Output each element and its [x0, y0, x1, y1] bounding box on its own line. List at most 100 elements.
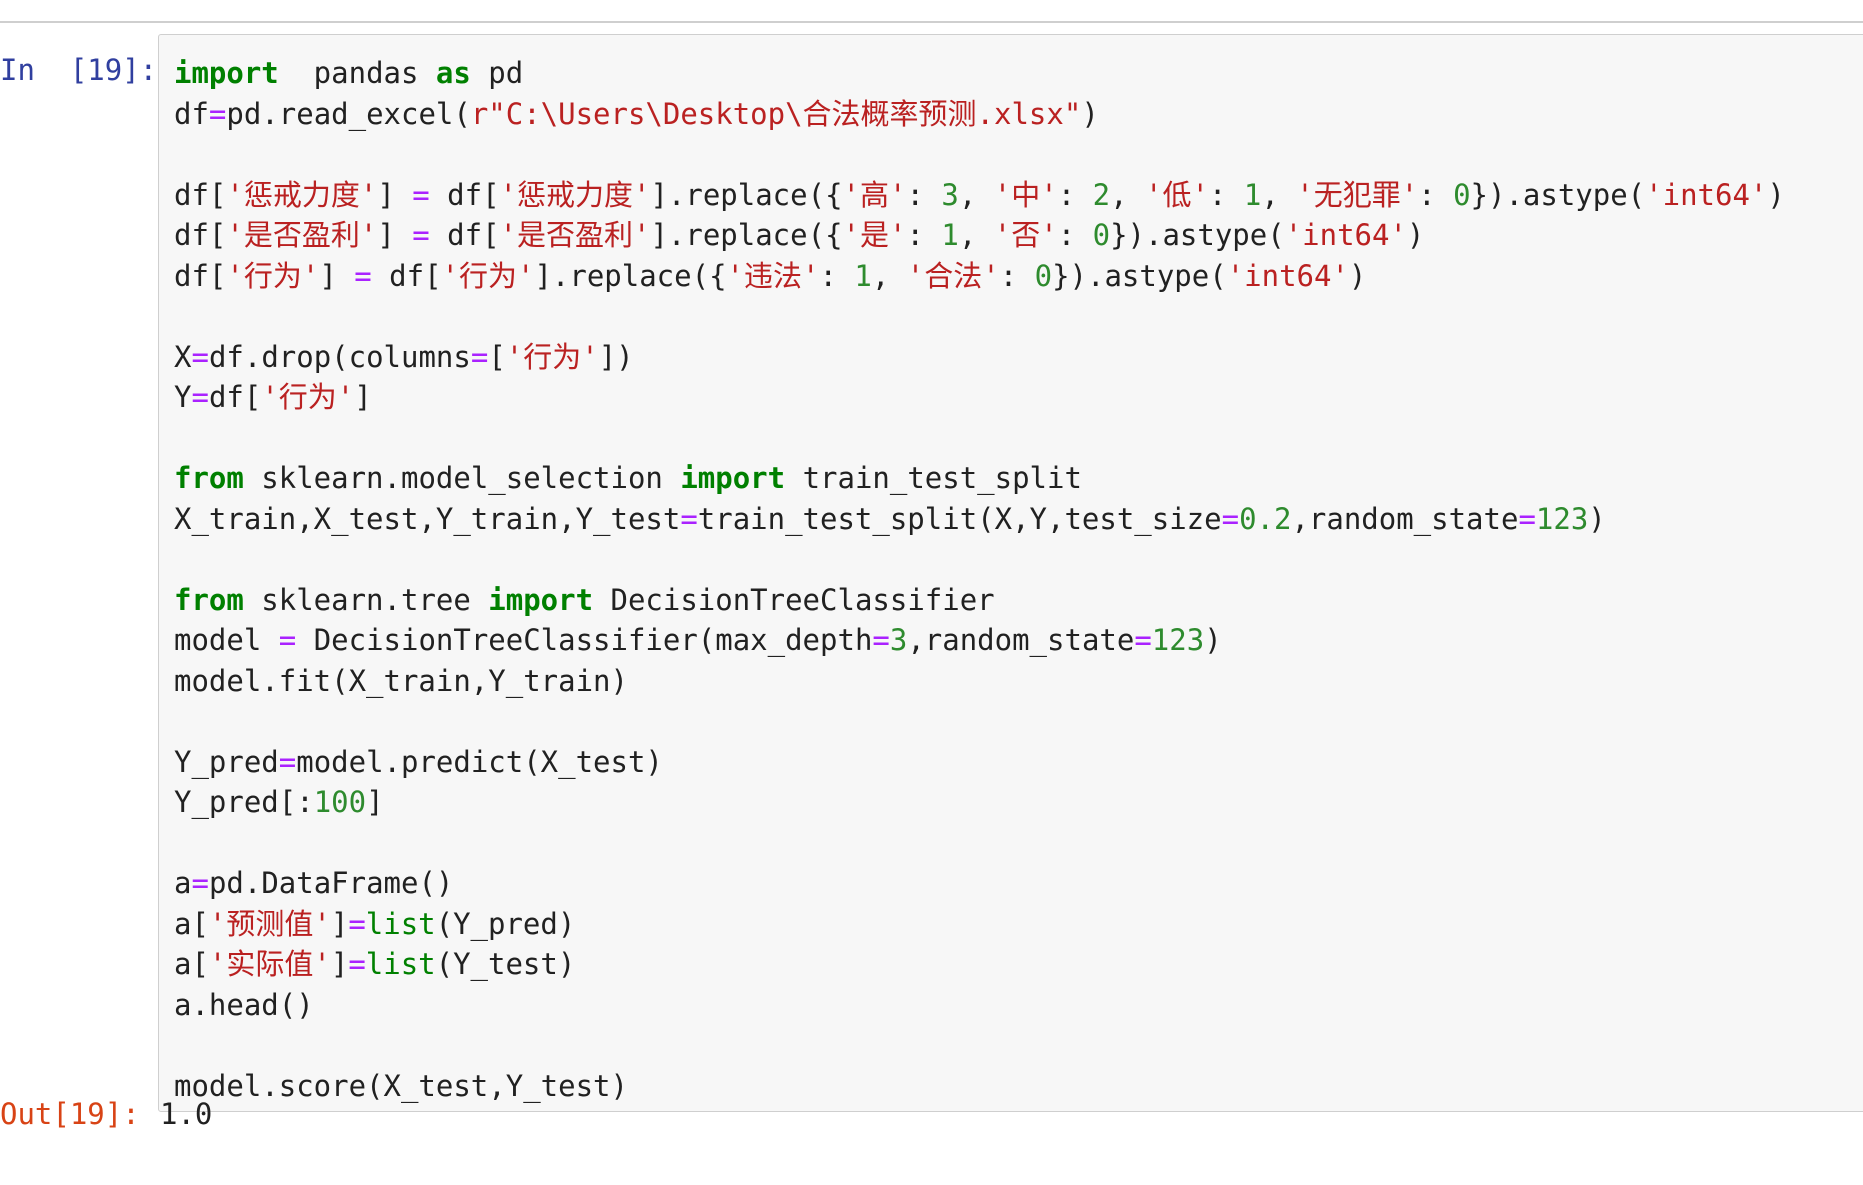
code-token: :: [906, 218, 942, 252]
code-token: ]): [598, 339, 634, 374]
code-token: ,: [1261, 177, 1297, 212]
code-token: ]: [330, 906, 349, 941]
code-token: ): [1348, 258, 1367, 293]
code-line: df['惩戒力度'] = df['惩戒力度'].replace({'高': 3,…: [174, 175, 1785, 216]
code-token: :: [999, 258, 1035, 293]
code-token: sklearn.model_selection: [243, 461, 681, 495]
code-token: =: [412, 177, 430, 212]
code-token: df[: [208, 380, 262, 414]
code-token: '是否盈利': [226, 218, 378, 252]
code-line: a.head(): [174, 985, 1785, 1026]
code-token: df: [174, 96, 209, 131]
code-token: import: [680, 461, 786, 495]
code-token: 100: [313, 785, 367, 819]
code-token: :: [819, 258, 855, 293]
code-token: model: [174, 623, 279, 657]
code-line: Y_pred[:100]: [174, 782, 1785, 823]
code-token: =: [278, 623, 297, 657]
code-line: df=pd.read_excel(r"C:\Users\Desktop\合法概率…: [174, 94, 1785, 135]
code-token: }).astype(: [1052, 258, 1227, 293]
code-token: 1: [854, 258, 872, 293]
code-token: 'int64': [1645, 177, 1768, 212]
code-token: (Y_pred): [435, 906, 576, 941]
input-prompt: In [19]:: [0, 53, 158, 87]
code-token: 'int64': [1226, 258, 1349, 293]
code-token: DecisionTreeClassifier(max_depth: [296, 623, 873, 657]
code-token: 0: [1034, 258, 1053, 293]
code-token: df[: [371, 258, 442, 293]
code-token: 3: [889, 623, 908, 657]
code-token: a[: [174, 906, 209, 941]
code-line: X=df.drop(columns=['行为']): [174, 337, 1785, 378]
code-token: =: [470, 339, 489, 374]
code-token: model.fit(X_train,Y_train): [174, 663, 628, 698]
code-token: '是': [842, 218, 907, 252]
code-token: =: [191, 380, 209, 414]
code-line: a['预测值']=list(Y_pred): [174, 904, 1785, 945]
code-token: 3: [941, 177, 959, 212]
code-token: :: [906, 177, 942, 212]
code-token: =: [348, 906, 366, 941]
code-token: '预测值': [208, 906, 331, 941]
code-token: =: [680, 501, 698, 536]
code-line: a=pd.DataFrame(): [174, 863, 1785, 904]
code-token: '行为': [226, 258, 320, 293]
code-token: =: [278, 744, 297, 779]
code-token: list: [365, 906, 436, 941]
code-token: '合法': [906, 258, 1000, 293]
code-token: ]: [377, 218, 413, 252]
code-token: pd.read_excel(: [226, 96, 471, 131]
code-token: from: [174, 582, 244, 617]
code-token: '行为': [441, 258, 535, 293]
code-token: list: [365, 947, 436, 981]
code-line: Y_pred=model.predict(X_test): [174, 742, 1785, 783]
code-token: Y: [174, 380, 192, 414]
code-line: [174, 134, 1785, 175]
code-line: [174, 539, 1785, 580]
code-token: ].replace({: [534, 258, 727, 293]
code-token: (Y_test): [435, 947, 576, 981]
code-token: '违法': [726, 258, 820, 293]
code-token: '是否盈利': [499, 218, 651, 252]
code-token: pd.DataFrame(): [208, 866, 454, 900]
code-line: [174, 418, 1785, 459]
code-token: 2: [1092, 177, 1111, 212]
code-token: model.score(X_test,Y_test): [174, 1068, 628, 1103]
code-token: 123: [1535, 501, 1589, 536]
code-token: '否': [993, 218, 1058, 252]
code-token: sklearn.tree: [243, 582, 489, 617]
code-token: =: [208, 96, 227, 131]
code-token: ,random_state: [1291, 501, 1519, 536]
code-token: ): [1204, 623, 1222, 657]
code-token: ].replace({: [650, 218, 843, 252]
code-token: '惩戒力度': [499, 177, 651, 212]
code-token: =: [1134, 623, 1152, 657]
code-token: ): [1081, 96, 1099, 131]
code-token: =: [348, 947, 366, 981]
code-token: '惩戒力度': [226, 177, 378, 212]
code-line: model = DecisionTreeClassifier(max_depth…: [174, 620, 1785, 661]
code-token: =: [872, 623, 890, 657]
code-token: df[: [174, 218, 227, 252]
code-token: '行为': [505, 339, 599, 374]
code-token: ,random_state: [907, 623, 1135, 657]
code-token: =: [191, 339, 209, 374]
code-token: ,: [871, 258, 907, 293]
code-token: ]: [377, 177, 413, 212]
code-token: 'int64': [1284, 218, 1407, 252]
code-token: train_test_split: [785, 461, 1082, 495]
code-token: '低': [1145, 177, 1209, 212]
code-line: from sklearn.tree import DecisionTreeCla…: [174, 580, 1785, 621]
code-line: df['行为'] = df['行为'].replace({'违法': 1, '合…: [174, 256, 1785, 297]
code-token: 1: [1243, 177, 1262, 212]
code-token: ]: [330, 947, 349, 981]
code-token: r"C:\Users\Desktop\合法概率预测.xlsx": [470, 96, 1082, 131]
code-token: '无犯罪': [1296, 177, 1419, 212]
code-token: pandas: [278, 56, 436, 90]
code-line: [174, 296, 1785, 337]
code-token: from: [174, 461, 244, 495]
code-line: model.score(X_test,Y_test): [174, 1066, 1785, 1107]
code-line: Y=df['行为']: [174, 377, 1785, 418]
